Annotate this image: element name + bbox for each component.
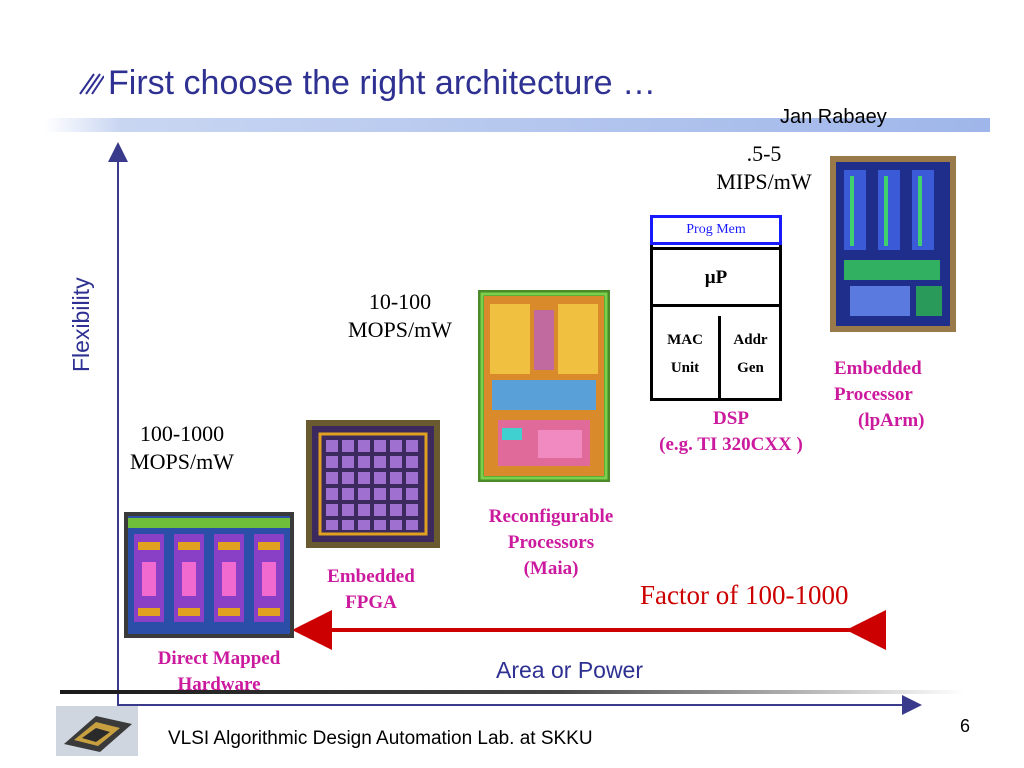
processor-efficiency-unit: MIPS/mW (716, 169, 812, 194)
direct-mapped-line1: Direct Mapped (157, 648, 281, 669)
fpga-label: Embedded FPGA (306, 564, 436, 616)
mac-unit-label: Unit (670, 360, 700, 376)
embedded-processor-line3: (lpArm) (858, 410, 925, 431)
lab-logo-icon (56, 706, 138, 756)
direct-mapped-label: Direct Mapped Hardware (134, 646, 304, 698)
footer-rule (60, 690, 964, 694)
reconfig-line1: Reconfigurable (488, 506, 614, 527)
asic-efficiency-unit: MOPS/mW (130, 449, 234, 474)
dsp-label: DSP (e.g. TI 320CXX ) (626, 406, 836, 458)
reconfig-efficiency: 10-100 MOPS/mW (330, 288, 470, 344)
asic-efficiency-value: 100-1000 (139, 421, 225, 446)
microprocessor-block: µP (650, 247, 782, 307)
header-bar (44, 118, 990, 132)
addr-gen-block: Addr Gen (718, 316, 780, 398)
processor-efficiency-value: .5-5 (746, 141, 782, 166)
footer-text: VLSI Algorithmic Design Automation Lab. … (168, 728, 593, 749)
embedded-processor-label: Embedded Processor (lpArm) (834, 356, 964, 434)
reconfig-label: Reconfigurable Processors (Maia) (460, 504, 642, 582)
fpga-line1: Embedded (327, 566, 415, 587)
fpga-line2: FPGA (345, 592, 397, 613)
dsp-line2: (e.g. TI 320CXX ) (659, 434, 803, 455)
addr-label: Addr (733, 332, 768, 348)
mac-label: MAC (667, 332, 703, 348)
embedded-processor-line1: Embedded (834, 358, 922, 379)
dsp-block (650, 215, 782, 401)
processor-efficiency: .5-5 MIPS/mW (694, 140, 834, 196)
author-name: Jan Rabaey (780, 106, 887, 128)
gen-label: Gen (737, 360, 764, 376)
prog-mem-block: Prog Mem (650, 215, 782, 245)
direct-mapped-chip-image (124, 512, 294, 638)
mac-unit-block: MAC Unit (654, 316, 716, 398)
embedded-processor-chip-image (830, 156, 956, 332)
reconfig-efficiency-value: 10-100 (368, 289, 432, 314)
y-axis-label: Flexibility (68, 277, 94, 372)
direct-mapped-line2: Hardware (177, 674, 261, 695)
asic-efficiency: 100-1000 MOPS/mW (112, 420, 252, 476)
dsp-line1: DSP (713, 408, 749, 429)
embedded-processor-line2: Processor (834, 384, 913, 405)
slide-title: First choose the right architecture … (108, 64, 657, 102)
x-axis-label: Area or Power (496, 657, 644, 683)
page-number: 6 (960, 716, 971, 736)
title-bullet-icon (79, 73, 104, 95)
factor-label: Factor of 100-1000 (640, 580, 849, 610)
reconfig-chip-image (478, 290, 610, 482)
reconfig-line2: Processors (507, 532, 595, 553)
reconfig-efficiency-unit: MOPS/mW (348, 317, 452, 342)
reconfig-line3: (Maia) (523, 558, 579, 579)
fpga-chip-image (306, 420, 440, 548)
